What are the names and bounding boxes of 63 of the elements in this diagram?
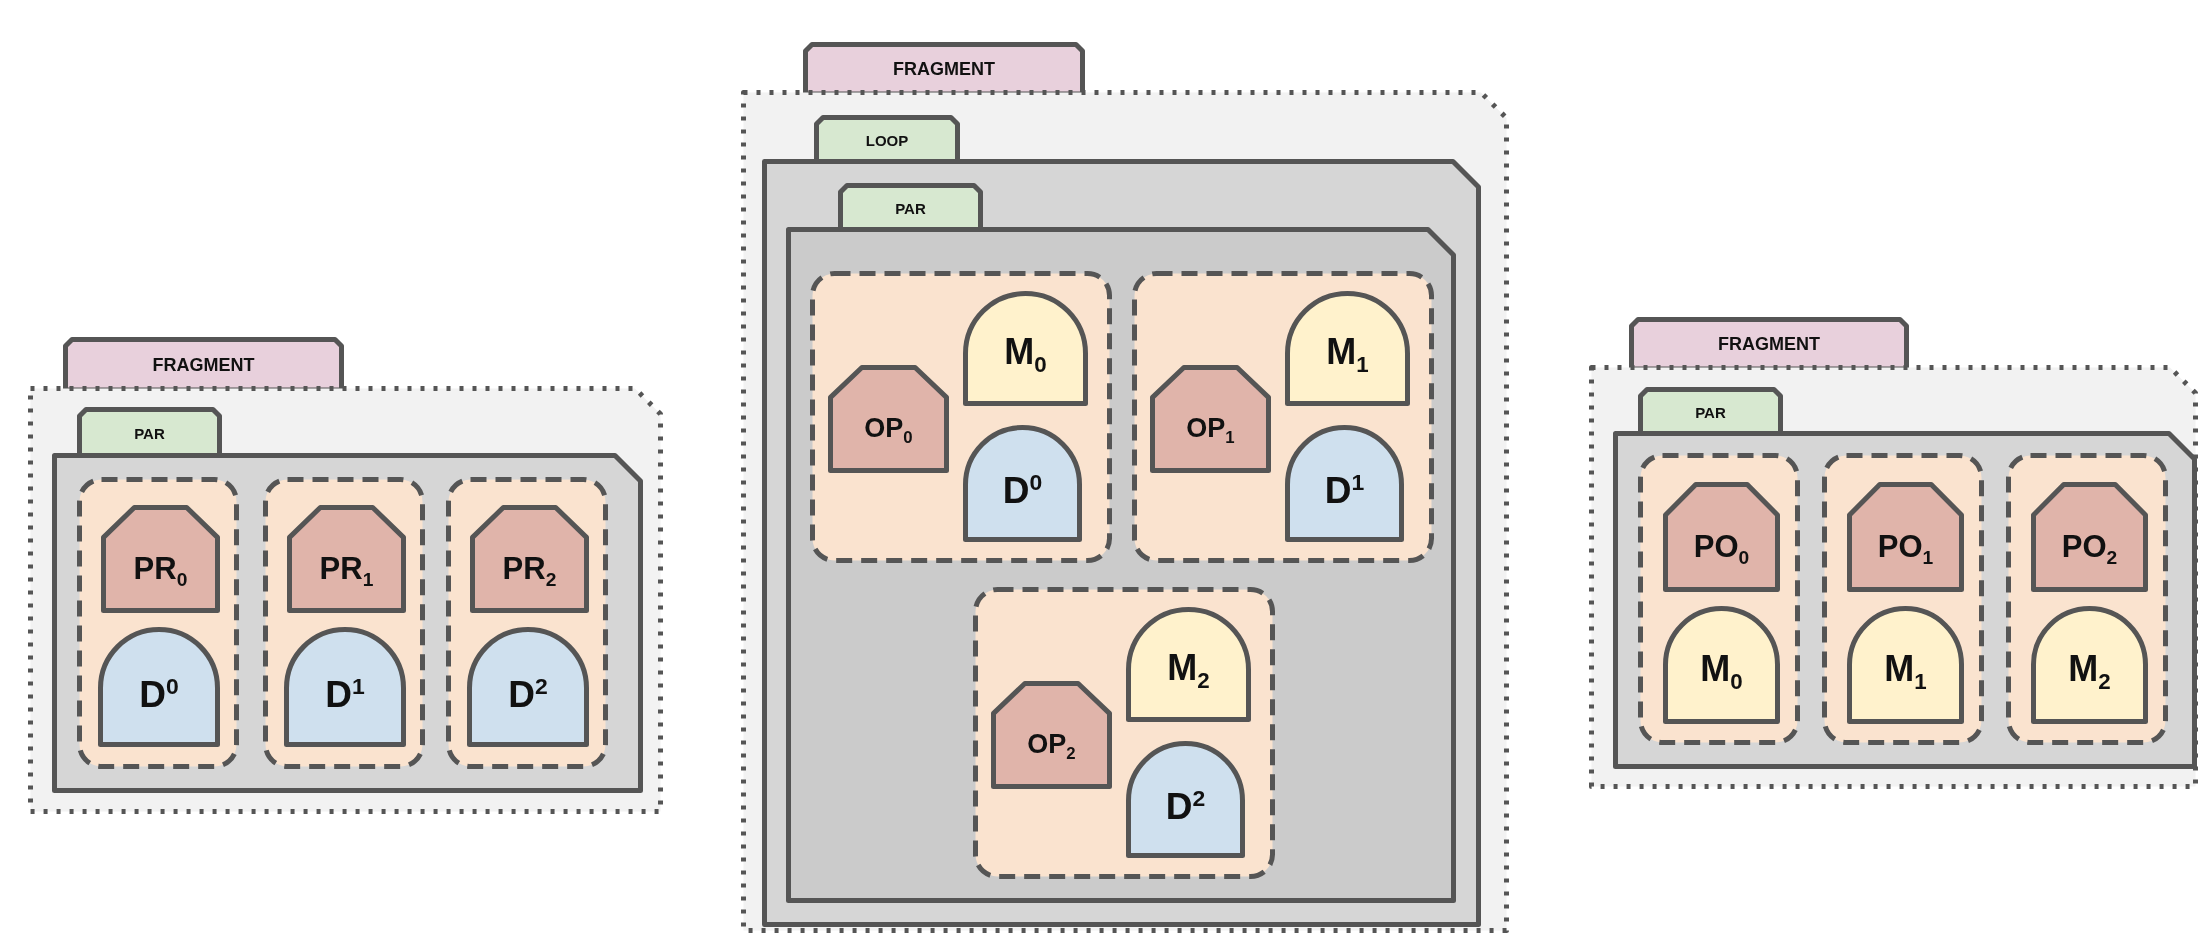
arch-shape — [1847, 606, 1964, 724]
arch-shape — [1285, 425, 1404, 542]
pentagon-shape — [828, 365, 949, 473]
par-frame — [786, 183, 1456, 903]
pentagon-shape — [1150, 365, 1271, 473]
dashed-group-box — [2006, 453, 2168, 745]
pentagon-shape — [1663, 482, 1780, 592]
shape-label: D$^{1}$ — [1323, 468, 1366, 514]
dashed-group-box — [973, 587, 1275, 879]
tab-label: PAR — [1694, 402, 1727, 423]
par-frame — [52, 407, 643, 793]
pentagon-shape — [2031, 482, 2148, 592]
pentagon-shape — [1847, 482, 1964, 592]
shape-label: PR$_{1}$ — [318, 549, 375, 592]
tab-label: FRAGMENT — [1717, 333, 1821, 356]
dashed-group-box — [77, 477, 239, 769]
shape-label: M$_{1}$ — [1883, 646, 1928, 696]
pentagon-shape — [101, 505, 220, 613]
dashed-group-box — [446, 477, 608, 769]
shape-label: M$_{2}$ — [1166, 646, 1211, 696]
shape-label: D$^{1}$ — [324, 672, 366, 718]
dashed-group-box — [1638, 453, 1800, 745]
shape-label: D$^{2}$ — [507, 672, 549, 718]
pentagon-shape — [470, 505, 589, 613]
shape-label: OP$_{0}$ — [863, 411, 914, 450]
arch-shape — [1285, 291, 1410, 406]
tab-label: PAR — [894, 198, 927, 219]
shape-label: OP$_{2}$ — [1026, 727, 1077, 766]
shape-label: M$_{2}$ — [2067, 646, 2112, 696]
shape-label: PO$_{0}$ — [1692, 527, 1751, 571]
dashed-group-box — [263, 477, 425, 769]
shape-label: PR$_{2}$ — [501, 549, 558, 592]
shape-label: M$_{0}$ — [1003, 330, 1048, 380]
arch-shape — [1126, 607, 1251, 722]
shape-label: M$_{1}$ — [1325, 330, 1370, 380]
arch-shape — [1663, 606, 1780, 724]
tab-label: FRAGMENT — [892, 58, 996, 81]
shape-label: PO$_{1}$ — [1876, 527, 1935, 571]
shape-label: PO$_{2}$ — [2060, 527, 2119, 571]
arch-shape — [284, 627, 406, 747]
pentagon-shape — [287, 505, 406, 613]
pentagon-shape — [991, 681, 1112, 789]
dashed-group-box — [1132, 271, 1434, 563]
arch-shape — [1126, 741, 1245, 858]
arch-shape — [467, 627, 589, 747]
arch-shape — [2031, 606, 2148, 724]
shape-label: D$^{0}$ — [1001, 468, 1044, 514]
dashed-group-box — [810, 271, 1112, 563]
dashed-group-box — [1822, 453, 1984, 745]
tab-label: FRAGMENT — [151, 353, 256, 377]
arch-shape — [963, 291, 1088, 406]
arch-shape — [98, 627, 220, 747]
shape-label: PR$_{0}$ — [132, 549, 189, 592]
shape-label: M$_{0}$ — [1699, 646, 1744, 696]
shape-label: OP$_{1}$ — [1185, 411, 1236, 450]
par-frame — [1613, 387, 2197, 769]
shape-label: D$^{0}$ — [138, 672, 180, 718]
dotted-frame — [28, 337, 663, 814]
shape-label: D$^{2}$ — [1164, 784, 1207, 830]
tab-label: LOOP — [864, 130, 910, 151]
arch-shape — [963, 425, 1082, 542]
dotted-frame — [1589, 317, 2198, 789]
tab-label: PAR — [133, 423, 166, 444]
